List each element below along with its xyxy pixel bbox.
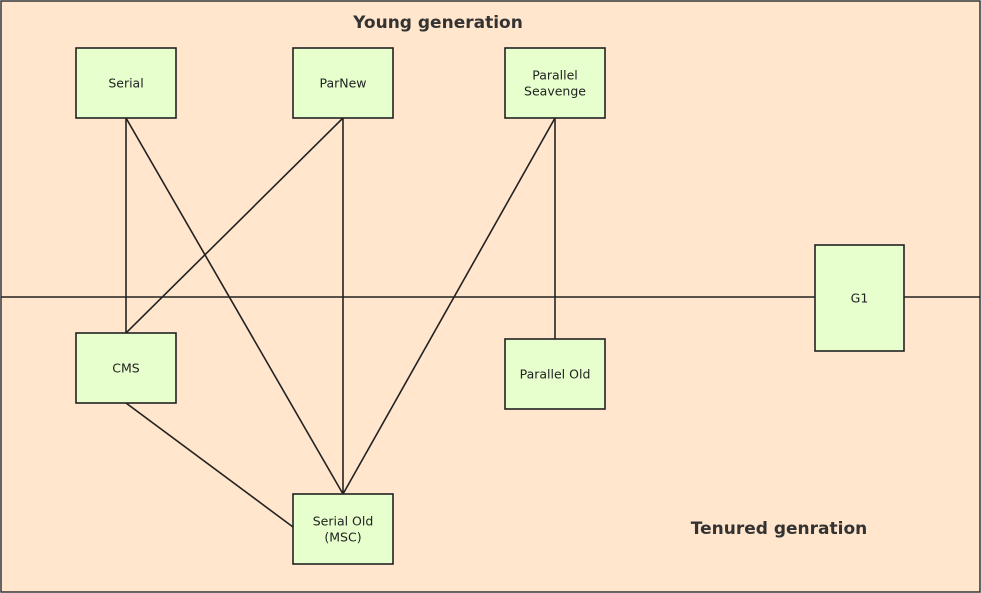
node-label-cms-line1: CMS <box>112 361 140 376</box>
node-label-parallel-scavenge-line1: Parallel <box>532 68 578 83</box>
node-serial-old: Serial Old(MSC) <box>292 493 394 565</box>
node-parallel-old: Parallel Old <box>504 338 606 410</box>
edge-parallel-scavenge-to-serial-old <box>342 117 556 495</box>
node-box-serial <box>75 47 177 119</box>
node-serial: Serial <box>75 47 177 119</box>
node-label-serial-old-line2: (MSC) <box>324 530 361 545</box>
tenured-generation-label: Tenured genration <box>691 519 867 539</box>
edges-layer <box>125 117 556 528</box>
node-box-parnew <box>292 47 394 119</box>
node-box-g1 <box>814 244 905 352</box>
node-label-parnew-line1: ParNew <box>319 76 366 91</box>
node-label-parallel-old-line1: Parallel Old <box>520 367 591 382</box>
node-label-serial-line1: Serial <box>108 76 143 91</box>
node-label-serial-old-line1: Serial Old <box>313 514 374 529</box>
node-box-cms <box>75 332 177 404</box>
node-cms: CMS <box>75 332 177 404</box>
edge-serial-to-serial-old <box>125 117 344 495</box>
node-box-parallel-old <box>504 338 606 410</box>
node-parnew: ParNew <box>292 47 394 119</box>
node-g1: G1 <box>814 244 905 352</box>
node-label-g1-line1: G1 <box>851 291 869 306</box>
young-generation-label: Young generation <box>352 13 523 33</box>
edge-parnew-to-cms <box>125 117 344 334</box>
node-label-parallel-scavenge-line2: Seavenge <box>524 84 586 99</box>
node-box-serial-old <box>292 493 394 565</box>
edge-cms-to-serial-old <box>125 402 294 528</box>
node-box-parallel-scavenge <box>504 47 606 119</box>
